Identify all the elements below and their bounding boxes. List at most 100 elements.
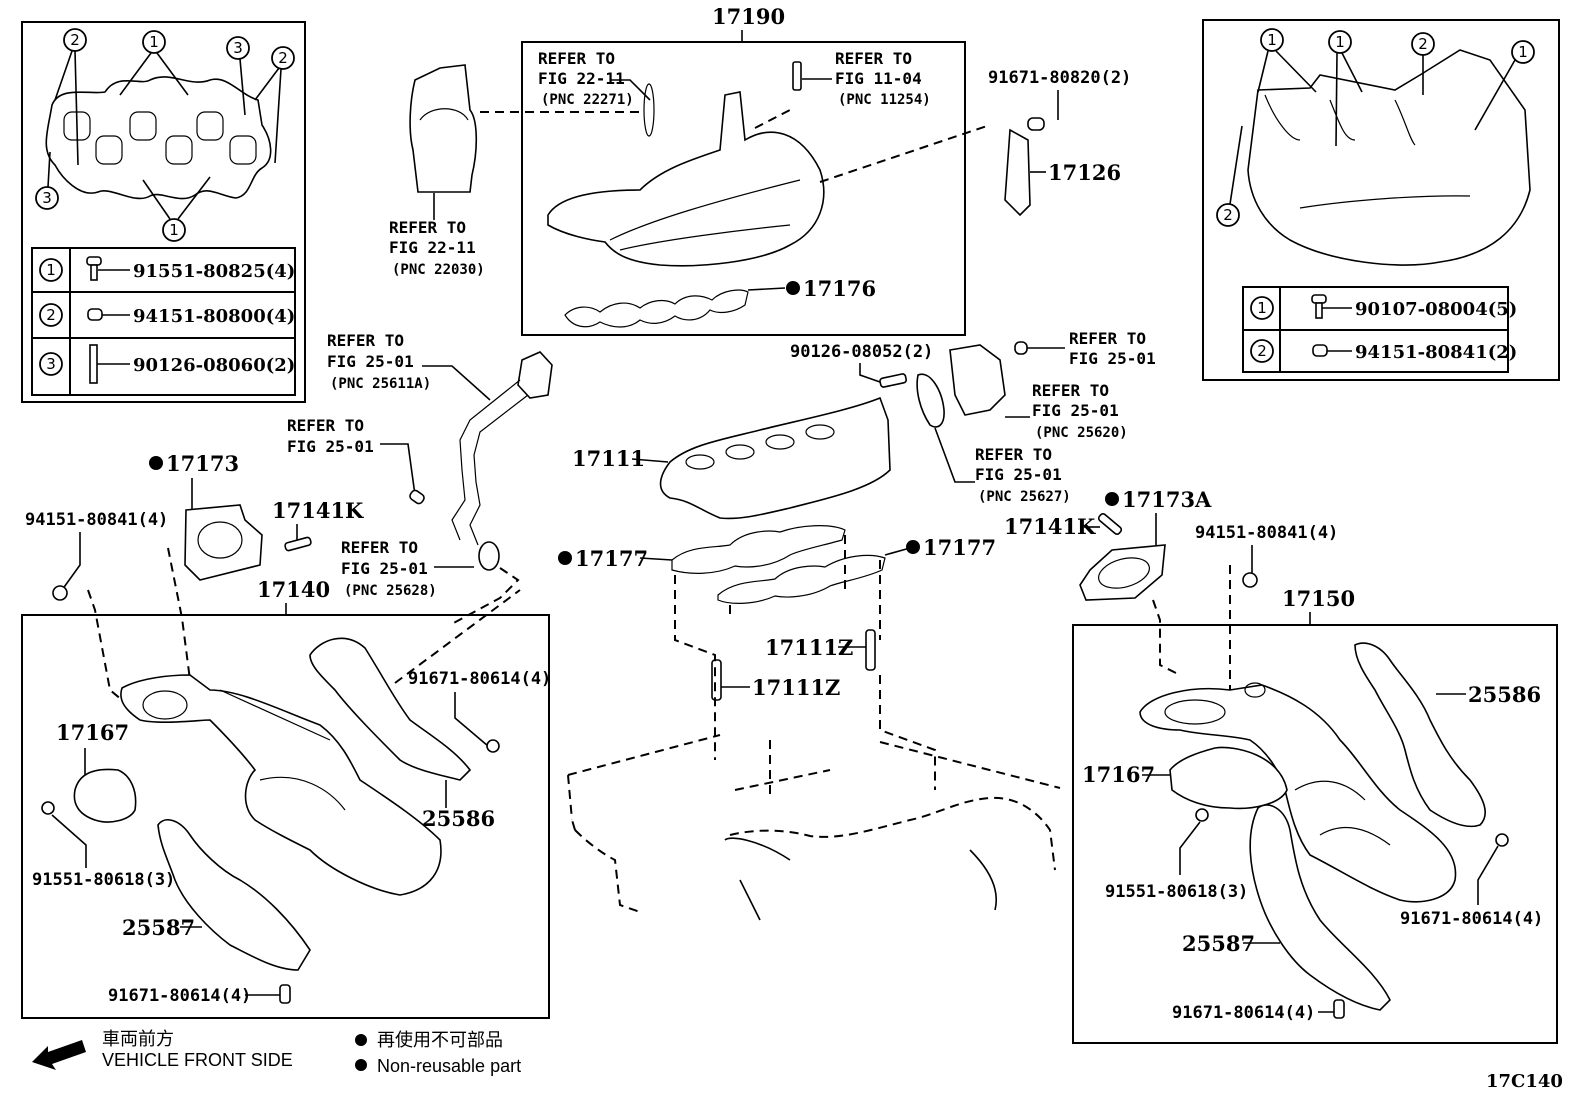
leader-line xyxy=(254,67,282,164)
part-label-91671-80820[interactable]: 91671-80820(2) xyxy=(988,68,1131,88)
part-label-17177[interactable]: 17177 xyxy=(575,546,648,571)
refer-label[interactable]: FIG 25-01 xyxy=(1032,401,1119,420)
pnc-label[interactable]: (PNC 25611A) xyxy=(330,376,431,392)
heat-insulator-25587-drawing xyxy=(1249,804,1391,1011)
part-label-91671-80614[interactable]: 91671-80614(4) xyxy=(108,986,251,1006)
part-label-94151-80841[interactable]: 94151-80841(4) xyxy=(25,510,168,530)
part-label-94151-80841[interactable]: 94151-80841(4) xyxy=(1195,523,1338,543)
pnc-label[interactable]: (PNC 22030) xyxy=(392,262,485,278)
gasket-port xyxy=(196,111,224,141)
svg-text:3: 3 xyxy=(233,39,243,57)
part-label-17111[interactable]: 17111 xyxy=(572,446,645,471)
svg-text:2: 2 xyxy=(46,306,56,324)
refer-label[interactable]: REFER TO xyxy=(1069,329,1146,348)
nonreusable-dot-icon xyxy=(355,1059,367,1071)
part-number[interactable]: 94151-80841(2) xyxy=(1355,342,1517,363)
part-label-17126[interactable]: 17126 xyxy=(1048,160,1121,185)
refer-label[interactable]: FIG 25-01 xyxy=(975,465,1062,484)
leader-line xyxy=(61,532,81,591)
egr-gasket-drawing xyxy=(478,541,500,571)
pnc-label[interactable]: (PNC 25620) xyxy=(1035,425,1128,441)
part-label-17177[interactable]: 17177 xyxy=(923,535,996,560)
callout-3: 3 xyxy=(35,186,59,210)
part-label-25586[interactable]: 25586 xyxy=(1468,682,1541,707)
flange-bolt-icon xyxy=(86,256,102,281)
callout-1: 1 xyxy=(1260,28,1284,52)
gasket-17176-drawing xyxy=(564,289,749,328)
nonreusable-dot-icon xyxy=(355,1034,367,1046)
bolt-drawing xyxy=(41,801,55,815)
table-row: 2 94151-80841(2) xyxy=(1250,339,1517,363)
part-label-17173A[interactable]: 17173A xyxy=(1122,487,1212,512)
part-label-90126-08052[interactable]: 90126-08052(2) xyxy=(790,342,933,362)
part-label-25587[interactable]: 25587 xyxy=(1182,931,1255,956)
svg-text:2: 2 xyxy=(70,31,80,49)
heat-insulator-25586-drawing xyxy=(1354,642,1486,828)
refer-label[interactable]: REFER TO xyxy=(1032,381,1109,400)
part-label-17140[interactable]: 17140 xyxy=(257,577,330,602)
refer-label[interactable]: REFER TO xyxy=(287,416,364,435)
part-label-25586[interactable]: 25586 xyxy=(422,806,495,831)
svg-text:1: 1 xyxy=(1335,33,1345,51)
part-label-17176[interactable]: 17176 xyxy=(803,276,876,301)
egr-flange-drawing xyxy=(517,351,553,399)
part-label-17167[interactable]: 17167 xyxy=(56,720,129,745)
part-label-17190[interactable]: 17190 xyxy=(712,4,785,29)
nonreusable-dot xyxy=(786,281,800,295)
part-label-17111Z[interactable]: 17111Z xyxy=(752,675,840,700)
part-label-91671-80614[interactable]: 91671-80614(4) xyxy=(1400,909,1543,929)
pnc-label[interactable]: (PNC 25627) xyxy=(978,489,1071,505)
gasket-17173A-drawing xyxy=(1079,544,1166,601)
heat-insulator-25587-drawing xyxy=(157,819,311,971)
leader-line xyxy=(1477,845,1499,905)
refer-label[interactable]: FIG 25-01 xyxy=(287,437,374,456)
svg-text:1: 1 xyxy=(149,33,159,51)
part-label-17111Z[interactable]: 17111Z xyxy=(765,635,853,660)
gasket-port xyxy=(129,111,157,141)
pnc-label[interactable]: (PNC 22271) xyxy=(541,92,634,108)
callout-2: 2 xyxy=(63,28,87,52)
bracket-group: 91671-80820(2) 17126 xyxy=(988,68,1131,217)
refer-label[interactable]: REFER TO xyxy=(341,538,418,557)
part-label-17141K[interactable]: 17141K xyxy=(1004,514,1096,539)
part-label-91551-80618[interactable]: 91551-80618(3) xyxy=(32,870,175,890)
leader-line xyxy=(47,151,51,188)
refer-label[interactable]: FIG 22-11 xyxy=(389,238,476,257)
bolt-drawing xyxy=(1333,999,1345,1019)
egr-pipe-drawing xyxy=(451,379,529,546)
callout-2: 2 xyxy=(271,46,295,70)
refer-label[interactable]: FIG 25-01 xyxy=(341,559,428,578)
part-label-17173[interactable]: 17173 xyxy=(166,451,239,476)
part-label-91671-80614[interactable]: 91671-80614(4) xyxy=(408,669,551,689)
part-label-17150[interactable]: 17150 xyxy=(1282,586,1355,611)
flange-bolt-icon xyxy=(1311,294,1327,319)
direction-label-en: VEHICLE FRONT SIDE xyxy=(102,1050,293,1070)
nonreusable-label-jp: 再使用不可部品 xyxy=(377,1030,503,1050)
part-number[interactable]: 90107-08004(5) xyxy=(1355,299,1517,320)
part-label-25587[interactable]: 25587 xyxy=(122,915,195,940)
refer-label[interactable]: FIG 11-04 xyxy=(835,69,922,88)
nut-drawing xyxy=(1242,572,1258,588)
part-label-91671-80614[interactable]: 91671-80614(4) xyxy=(1172,1003,1315,1023)
refer-label[interactable]: FIG 22-11 xyxy=(538,69,625,88)
leader-line xyxy=(422,365,491,401)
leader-line xyxy=(142,176,211,220)
gasket-port xyxy=(165,135,193,165)
pnc-label[interactable]: (PNC 11254) xyxy=(838,92,931,108)
right-exhaust-assembly-frame xyxy=(1072,624,1558,1044)
refer-label[interactable]: REFER TO xyxy=(538,49,615,68)
pnc-label[interactable]: (PNC 25628) xyxy=(344,583,437,599)
part-label-91551-80618[interactable]: 91551-80618(3) xyxy=(1105,882,1248,902)
part-label-17141K[interactable]: 17141K xyxy=(272,498,364,523)
refer-label[interactable]: REFER TO xyxy=(327,331,404,350)
refer-label[interactable]: REFER TO xyxy=(389,218,466,237)
part-number[interactable]: 90126-08060(2) xyxy=(133,355,295,376)
refer-label[interactable]: FIG 25-01 xyxy=(1069,349,1156,368)
refer-label[interactable]: FIG 25-01 xyxy=(327,352,414,371)
refer-label[interactable]: REFER TO xyxy=(975,445,1052,464)
stud-drawing xyxy=(1097,513,1123,535)
part-number[interactable]: 94151-80800(4) xyxy=(133,306,295,327)
refer-label[interactable]: REFER TO xyxy=(835,49,912,68)
nonreusable-dot xyxy=(558,551,572,565)
part-number[interactable]: 91551-80825(4) xyxy=(133,261,295,282)
